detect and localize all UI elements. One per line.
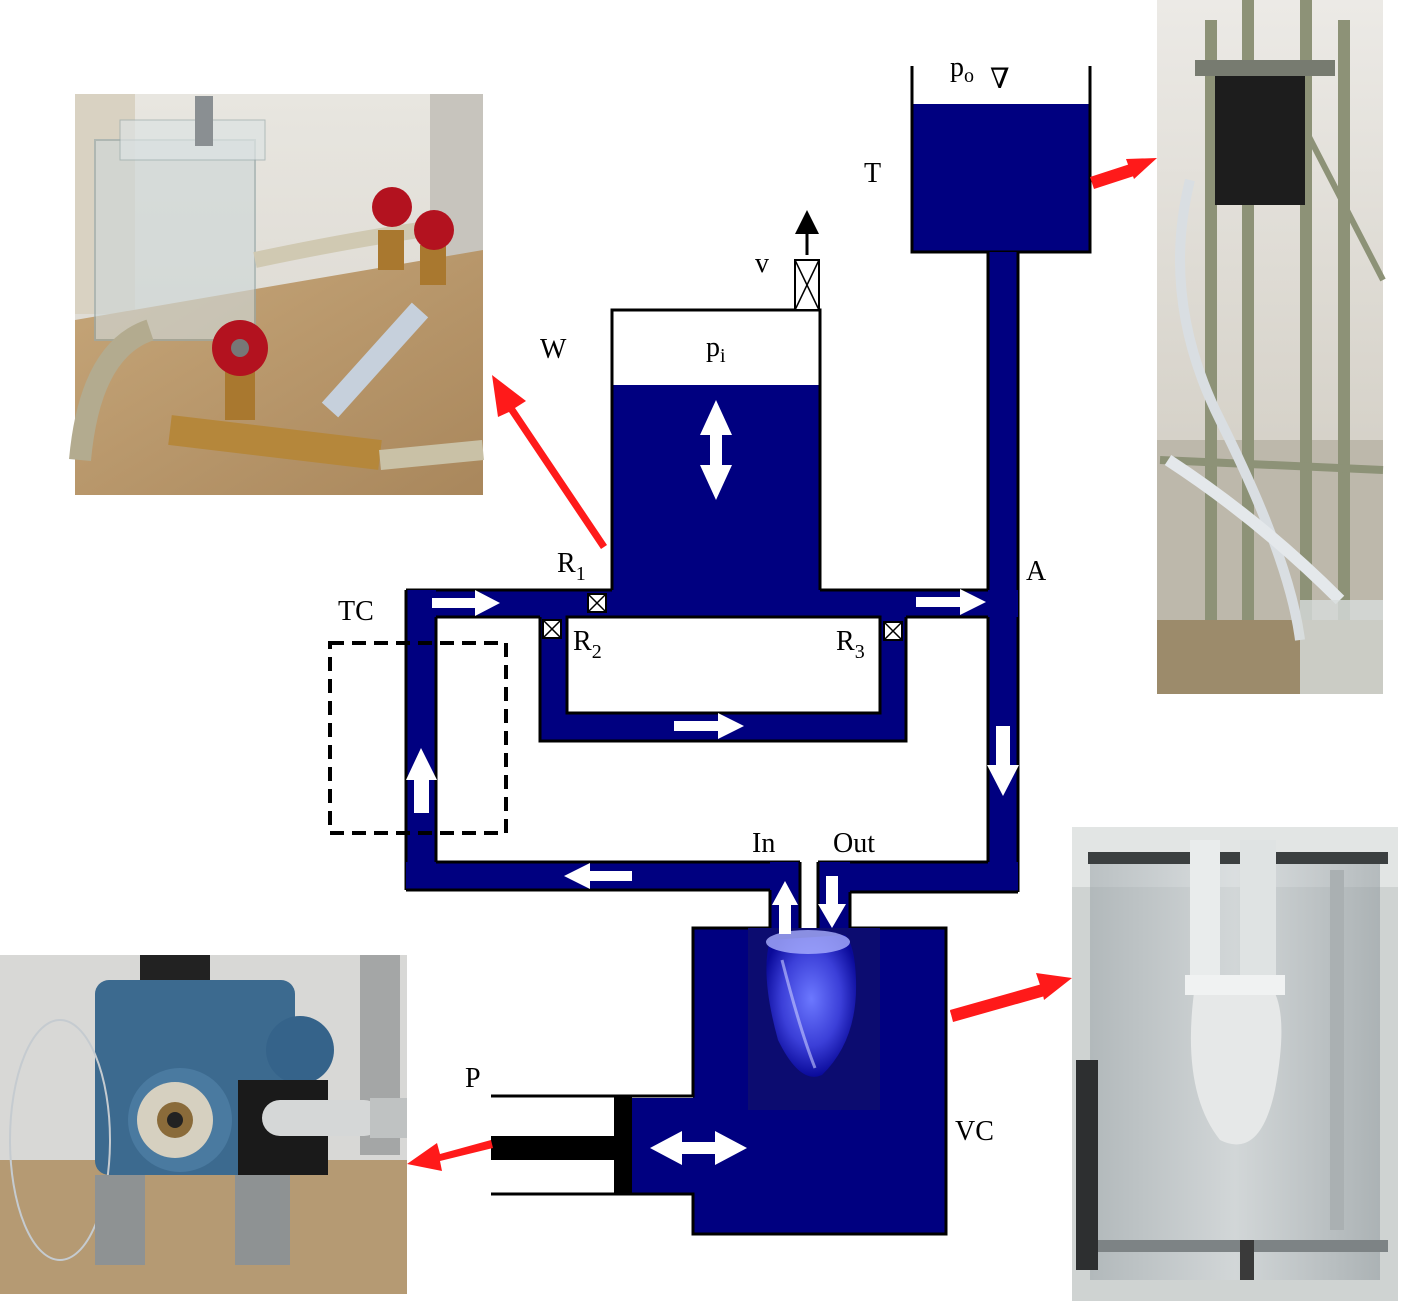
- callout-arrow-pump: [407, 1140, 493, 1171]
- flow-arrow-right-top-left: [432, 590, 500, 616]
- reservoir-photo: [1157, 0, 1386, 694]
- callout-arrow-ventricle-body: [950, 984, 1045, 1022]
- label-pi: pi: [706, 332, 726, 367]
- label-tank: T: [864, 158, 881, 189]
- pump-photo: [0, 955, 407, 1294]
- label-po: po: [950, 52, 974, 87]
- valve-r2: [542, 619, 562, 639]
- flow-arrow-horizontal-piston: [650, 1131, 747, 1165]
- piston: [491, 1094, 632, 1196]
- silicone-ventricle: [748, 928, 880, 1110]
- label-r3: R3: [836, 626, 865, 663]
- label-a: A: [1026, 556, 1047, 587]
- label-ventricle-chamber: VC: [955, 1116, 994, 1147]
- label-free-surface: ∇: [990, 64, 1010, 95]
- flow-arrow-left-bottom: [564, 863, 632, 889]
- tc-dashed-box: [328, 641, 508, 835]
- valve-r3: [883, 621, 903, 641]
- flow-arrow-up-left: [406, 748, 437, 813]
- flow-arrow-down-outlet: [818, 876, 846, 928]
- flow-arrow-right-top-right: [916, 589, 986, 615]
- pipe-bottom-right: [818, 862, 1018, 892]
- label-tc: TC: [338, 596, 374, 627]
- pipe-left-vertical: [406, 590, 436, 890]
- valve-r1: [587, 593, 607, 613]
- flow-arrow-vertical-windkessel: [700, 400, 732, 500]
- flow-arrow-down-a: [987, 726, 1019, 796]
- label-out: Out: [833, 828, 875, 859]
- callout-arrow-reservoir-body: [1090, 164, 1134, 189]
- labels: T po ∇ v W pi R1 R2 R3 A TC In Out P VC: [338, 52, 1047, 1147]
- label-r1: R1: [557, 548, 586, 585]
- callout-arrow-windkessel: [492, 375, 607, 549]
- label-piston: P: [465, 1063, 481, 1094]
- flow-arrows: [406, 400, 1019, 1165]
- label-in: In: [752, 828, 775, 859]
- reservoir-tank: [910, 66, 1092, 254]
- flow-arrow-right-bypass: [674, 713, 744, 739]
- label-windkessel: W: [540, 334, 567, 365]
- flow-arrow-up-inlet: [772, 881, 798, 934]
- label-r2: R2: [573, 626, 602, 663]
- label-vent-valve: v: [755, 248, 769, 279]
- callout-arrows: [407, 158, 1157, 1171]
- vent-valve: [794, 210, 820, 311]
- windkessel-photo: [69, 94, 484, 495]
- ventricle-chamber-photo: [1072, 827, 1398, 1301]
